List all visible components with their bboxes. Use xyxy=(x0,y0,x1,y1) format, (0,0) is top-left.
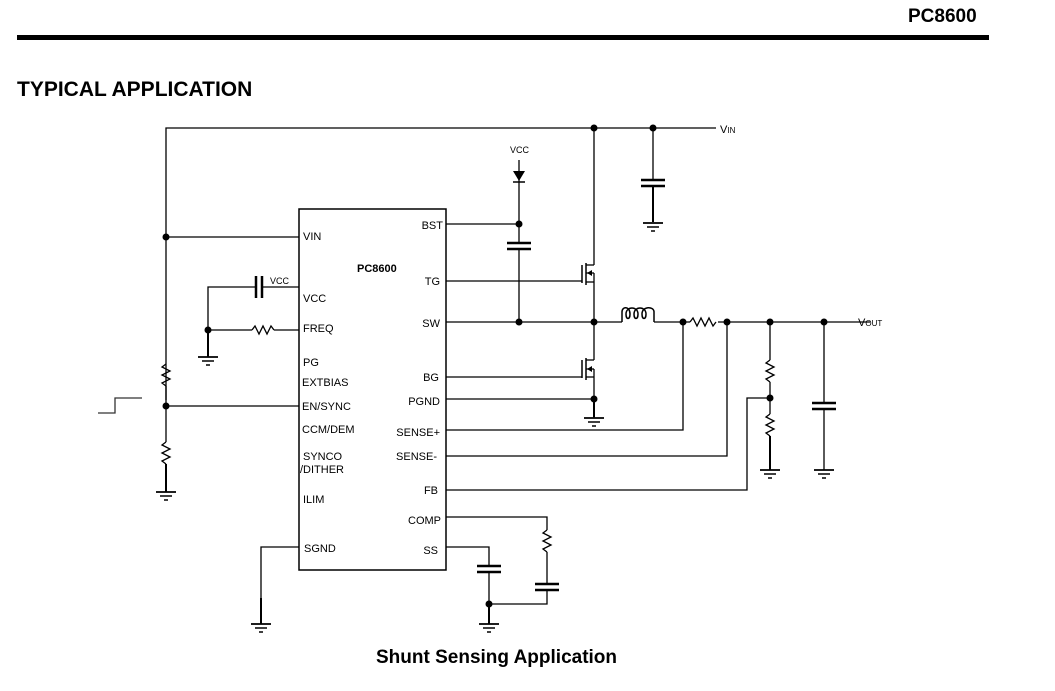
header-rule xyxy=(17,35,989,40)
ic-name: PC8600 xyxy=(357,263,397,275)
pin-sgnd: SGND xyxy=(304,543,336,555)
vin-rail xyxy=(162,124,716,400)
pin-freq: FREQ xyxy=(303,323,334,335)
pin-dither: /DITHER xyxy=(300,464,344,476)
ground-icon xyxy=(198,356,218,366)
freq-resistor-icon xyxy=(204,324,299,357)
vin-label: VIN xyxy=(720,124,736,136)
sense-minus-net xyxy=(446,322,728,457)
ground-icon xyxy=(643,222,663,232)
enable-step-signal-icon xyxy=(98,397,142,414)
part-number: PC8600 xyxy=(908,6,977,27)
input-capacitor xyxy=(641,128,665,222)
section-title: TYPICAL APPLICATION xyxy=(17,78,253,101)
pin-extbias: EXTBIAS xyxy=(302,377,348,389)
ground-icon xyxy=(156,491,176,501)
bootstrap-diode-icon xyxy=(513,160,525,224)
pin-pg: PG xyxy=(303,357,319,369)
vcc-capacitor xyxy=(207,276,299,330)
ground-icon xyxy=(251,623,271,633)
pin-fb: FB xyxy=(424,485,438,497)
pin-ccm-dem: CCM/DEM xyxy=(302,424,355,436)
ground-icon xyxy=(479,623,499,633)
vcc-cap-label: VCC xyxy=(270,276,290,286)
sgnd-net xyxy=(260,546,299,624)
ground-icon xyxy=(584,417,604,427)
pin-sense-minus: SENSE- xyxy=(396,451,437,463)
left-pin-labels: VIN VCC FREQ PG EXTBIAS EN/SYNC CCM/DEM … xyxy=(300,231,355,555)
diagram-caption: Shunt Sensing Application xyxy=(376,647,618,668)
pin-vcc: VCC xyxy=(303,293,326,305)
right-pin-labels: BST TG SW BG PGND SENSE+ SENSE- FB COMP … xyxy=(396,220,443,557)
ss-capacitor xyxy=(446,546,501,624)
pgnd-net xyxy=(446,395,598,417)
pin-tg: TG xyxy=(425,276,440,288)
output-capacitor xyxy=(812,318,836,470)
high-side-mosfet-icon xyxy=(446,128,595,322)
ic-body xyxy=(298,208,447,571)
ground-icon xyxy=(760,469,780,479)
pin-synco: SYNCO xyxy=(303,451,343,463)
bootstrap-net xyxy=(446,220,531,326)
vout-label: VOUT xyxy=(858,317,882,329)
comp-network xyxy=(446,516,559,605)
ground-icon xyxy=(814,469,834,479)
pin-pgnd: PGND xyxy=(408,396,440,408)
pin-ilim: ILIM xyxy=(303,494,324,506)
en-divider xyxy=(160,363,299,492)
inductor-icon xyxy=(621,307,870,323)
pin-vin: VIN xyxy=(303,231,321,243)
sw-net xyxy=(446,318,622,326)
pin-sw: SW xyxy=(422,318,440,330)
fb-divider xyxy=(446,318,776,491)
sense-plus-net xyxy=(446,322,684,431)
pin-ss: SS xyxy=(423,545,438,557)
vcc-diode-label: VCC xyxy=(510,145,530,155)
pin-bg: BG xyxy=(423,372,439,384)
pin-comp: COMP xyxy=(408,515,441,527)
shunt-resistor-icon xyxy=(679,316,731,328)
pin-bst: BST xyxy=(422,220,444,232)
pin-sense-plus: SENSE+ xyxy=(396,427,440,439)
low-side-mosfet-icon xyxy=(446,322,595,418)
pin-en-sync: EN/SYNC xyxy=(302,401,351,413)
